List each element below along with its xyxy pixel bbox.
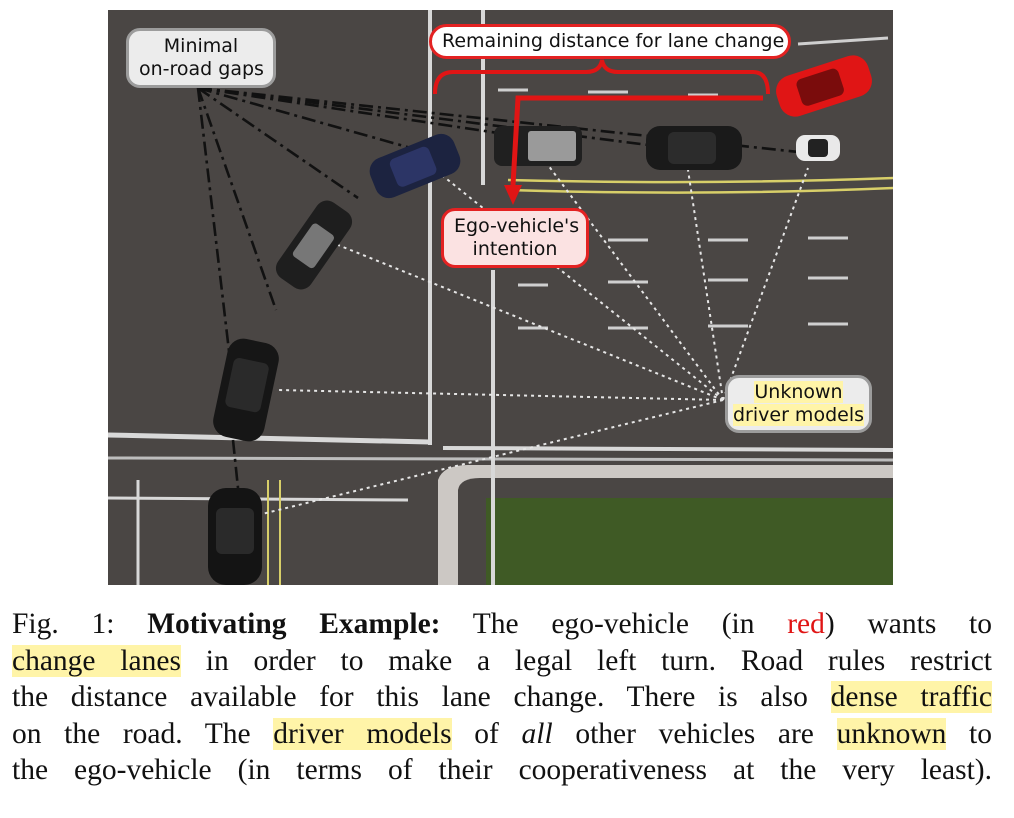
figure-caption: Fig. 1: Motivating Example: The ego-vehi…	[12, 606, 992, 789]
caption-text: on the road. The	[12, 717, 274, 750]
caption-highlight-dense-traffic: dense traffic	[830, 681, 992, 713]
vehicle-black-left	[213, 338, 279, 442]
caption-line-3: the distance available for this lane cha…	[12, 679, 992, 716]
caption-fig-label: Fig. 1:	[12, 608, 148, 640]
caption-title: Motivating Example:	[147, 608, 441, 640]
grass	[486, 498, 893, 585]
vehicle-black-bottom	[208, 488, 262, 585]
vehicle-white-small	[796, 135, 840, 161]
caption-text: of	[451, 717, 522, 750]
crosswalk-line-2	[108, 456, 893, 462]
caption-text: The ego-vehicle (in	[440, 608, 788, 640]
vehicle-dark-turning	[275, 200, 353, 290]
vehicle-red-ego	[776, 55, 872, 117]
ego-intention-line-2: intention	[472, 238, 558, 260]
remaining-distance-text: Remaining distance for lane change	[442, 30, 785, 52]
gap-lines	[196, 86, 809, 489]
yellow-edge-lines	[267, 480, 281, 585]
unknown-models-line-2: driver models	[733, 404, 864, 426]
vehicle-black-suv	[646, 126, 742, 170]
lane-change-arrow	[510, 95, 763, 186]
caption-text: other vehicles are	[552, 717, 837, 750]
stop-line-horizontal	[108, 432, 431, 445]
caption-line-1: Fig. 1: Motivating Example: The ego-vehi…	[12, 606, 992, 643]
vehicle-pickup	[494, 126, 582, 166]
caption-highlight-change-lanes: change lanes	[12, 644, 181, 677]
minimal-gaps-line-1: Minimal	[163, 35, 239, 57]
unknown-models-line-1: Unknown	[754, 381, 843, 403]
caption-line-4: on the road. The driver models of all ot…	[12, 716, 992, 753]
yellow-line-2	[507, 186, 893, 194]
caption-line-5: the ego-vehicle (in terms of their coope…	[12, 752, 992, 789]
caption-red-word: red	[787, 608, 825, 640]
caption-line-2: change lanes in order to make a legal le…	[12, 643, 992, 680]
ego-intention-label: Ego-vehicle's intention	[441, 208, 589, 268]
caption-text: the distance available for this lane cha…	[12, 681, 831, 713]
remaining-distance-label: Remaining distance for lane change	[429, 24, 791, 59]
unknown-model-lines	[257, 164, 809, 516]
arrow-head	[504, 185, 522, 205]
unknown-models-label: Unknown driver models	[725, 375, 872, 433]
caption-highlight-unknown: unknown	[836, 717, 947, 750]
caption-text: in order to make a legal left turn. Road…	[180, 644, 992, 677]
road-scene	[108, 10, 893, 585]
yellow-line-1	[507, 176, 893, 184]
caption-text: ) wants to	[824, 608, 993, 640]
minimal-gaps-line-2: on-road gaps	[139, 58, 264, 80]
ego-intention-line-1: Ego-vehicle's	[454, 215, 580, 237]
figure-image: Minimal on-road gaps Remaining distance …	[108, 10, 893, 585]
crosswalk-line	[442, 446, 893, 452]
caption-highlight-driver-models: driver models	[273, 717, 452, 750]
distance-bracket	[433, 59, 770, 95]
caption-italic-all: all	[521, 717, 553, 750]
caption-text: the ego-vehicle (in terms of their coope…	[12, 754, 992, 786]
caption-text: to	[946, 717, 992, 750]
minimal-gaps-label: Minimal on-road gaps	[126, 28, 276, 88]
vehicle-blue	[369, 133, 461, 199]
